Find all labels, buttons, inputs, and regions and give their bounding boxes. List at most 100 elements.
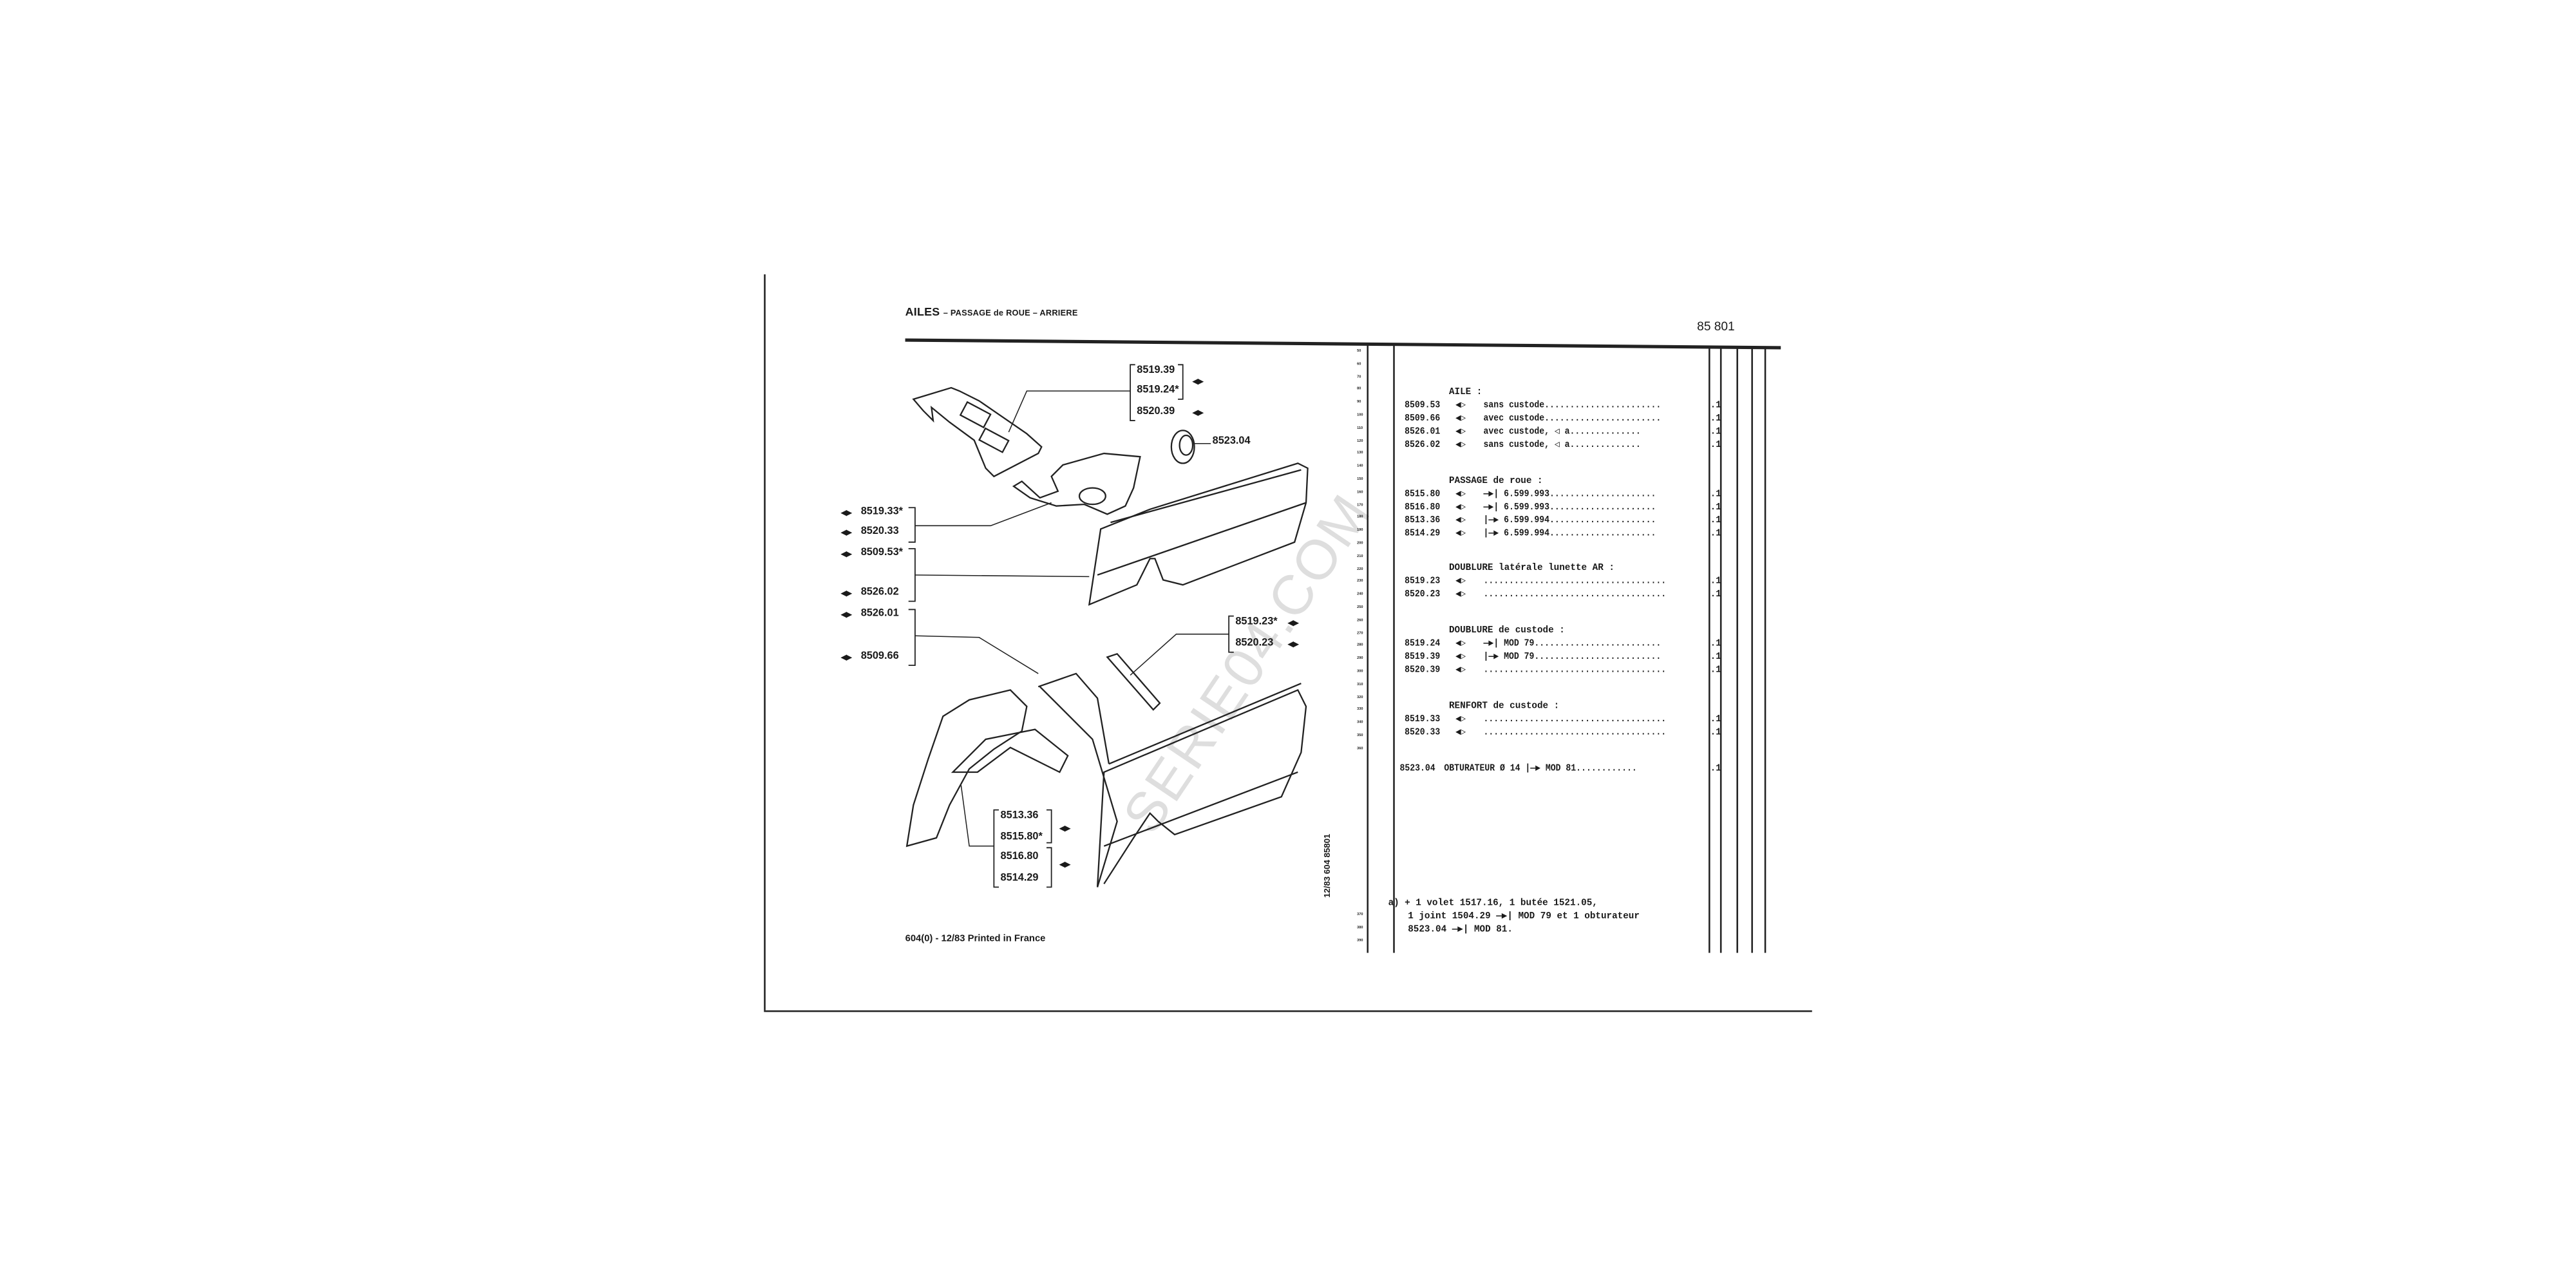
title-sub: – PASSAGE de ROUE – ARRIERE — [943, 308, 1078, 319]
diagram-label: 8520.23 — [1235, 637, 1274, 649]
section-title: AILE : — [1448, 386, 1482, 398]
ruler-tick: 330 — [1357, 708, 1363, 712]
ruler-tick: 320 — [1357, 696, 1363, 699]
diagram-label: 8526.02 — [860, 586, 899, 598]
quantity: .1 — [1710, 650, 1721, 663]
left-right-diamond-icon: ◀▷ — [1455, 588, 1466, 600]
diagram-label: 8523.04 — [1212, 435, 1251, 447]
diagram-label: 8515.80* — [1000, 831, 1043, 843]
ruler-tick: 110 — [1357, 426, 1363, 430]
diagram-label: 8519.39 — [1137, 365, 1175, 377]
qty-column-line — [1719, 346, 1721, 953]
diamond-arrow-icon: ◂▸ — [1287, 639, 1299, 651]
part-number: 8513.36 — [1405, 514, 1441, 526]
quantity: .1 — [1710, 762, 1721, 774]
quantity: .1 — [1710, 663, 1721, 676]
part-description: sans custode, ◁ a.............. — [1483, 439, 1641, 450]
left-right-diamond-icon: ◀▷ — [1455, 637, 1466, 649]
left-right-diamond-icon: ◀▷ — [1455, 399, 1466, 411]
diamond-arrow-icon: ◂▸ — [1193, 376, 1204, 388]
diamond-arrow-icon: ◂▸ — [841, 652, 852, 664]
leader-lines — [914, 390, 1229, 847]
quantity: .1 — [1710, 726, 1721, 738]
ruler-line — [1367, 345, 1368, 953]
part-description: avec custode, ◁ a.............. — [1483, 425, 1641, 437]
diagram-label: 8516.80 — [1000, 851, 1039, 863]
page-bottom-border — [764, 1010, 1812, 1012]
footnote-marker: a) — [1388, 896, 1399, 909]
ruler-tick: 100 — [1357, 413, 1363, 417]
ruler-tick: 190 — [1357, 529, 1363, 533]
part-description: |—▶ MOD 79......................... — [1483, 650, 1662, 663]
quantity: .1 — [1710, 439, 1721, 450]
ruler-tick: 360 — [1357, 747, 1363, 751]
ruler-tick: 160 — [1357, 491, 1363, 495]
aile-drawing — [1088, 462, 1309, 606]
section-title: PASSAGE de roue : — [1448, 475, 1543, 487]
part-number: 8520.39 — [1405, 663, 1441, 676]
ruler-tick: 310 — [1357, 683, 1363, 687]
part-description: —▶| 6.599.993..................... — [1483, 488, 1656, 500]
section-title: DOUBLURE latérale lunette AR : — [1448, 562, 1615, 574]
left-right-diamond-icon: ◀▷ — [1455, 488, 1466, 500]
part-description: avec custode....................... — [1483, 412, 1662, 424]
part-description: .................................... — [1483, 574, 1667, 587]
left-right-diamond-icon: ◀▷ — [1455, 527, 1466, 539]
part-description: —▶| 6.599.993..................... — [1483, 501, 1656, 513]
part-number: 8516.80 — [1405, 501, 1441, 513]
left-right-diamond-icon: ◀▷ — [1455, 713, 1466, 724]
ruler-tick: 260 — [1357, 619, 1363, 623]
diamond-arrow-icon: ◂▸ — [1287, 618, 1299, 630]
ruler-tick: 70 — [1357, 375, 1361, 379]
diagram-label: 8509.66 — [860, 650, 899, 663]
doublure-custode-drawing — [912, 386, 1043, 478]
quantity: .1 — [1710, 588, 1721, 600]
part-description: .................................... — [1483, 726, 1667, 738]
renfort-drawing — [1012, 452, 1141, 515]
diagram-label: 8526.01 — [860, 607, 899, 620]
diamond-arrow-icon: ◂▸ — [1193, 407, 1204, 419]
left-right-diamond-icon: ◀▷ — [1455, 726, 1466, 738]
left-right-diamond-icon: ◀▷ — [1455, 439, 1466, 450]
page-number: 85 801 — [1697, 318, 1735, 334]
ruler-tick: 90 — [1357, 401, 1361, 405]
quantity: .1 — [1710, 527, 1721, 539]
ruler-tick: 80 — [1357, 388, 1361, 392]
part-number: 8526.01 — [1405, 425, 1441, 437]
ruler-tick: 210 — [1357, 554, 1363, 558]
quantity: .1 — [1710, 399, 1721, 411]
ruler-tick: 150 — [1357, 478, 1363, 482]
part-number: 8523.04 — [1399, 762, 1435, 774]
quantity: .1 — [1710, 488, 1721, 500]
diagram-label: 8520.33 — [860, 526, 899, 538]
ruler-tick: 180 — [1357, 516, 1363, 520]
ruler-tick: 280 — [1357, 644, 1363, 649]
ruler-tick: 230 — [1357, 580, 1363, 584]
ruler-tick: 370 — [1357, 913, 1363, 917]
left-right-diamond-icon: ◀▷ — [1455, 663, 1466, 676]
ruler-tick: 60 — [1357, 363, 1361, 366]
diagram-label: 8520.39 — [1137, 406, 1175, 417]
part-number: 8509.66 — [1405, 412, 1441, 424]
section-title: DOUBLURE de custode : — [1448, 624, 1565, 636]
label-brackets — [908, 364, 1234, 888]
footnote-line: + 1 volet 1517.16, 1 butée 1521.05, — [1405, 896, 1598, 909]
ruler-tick: 140 — [1357, 465, 1363, 469]
diagram-label: 8519.24* — [1137, 384, 1179, 396]
diamond-arrow-icon: ◂▸ — [1059, 859, 1070, 871]
part-description: .................................... — [1483, 713, 1667, 724]
section-title: RENFORT de custode : — [1448, 699, 1560, 712]
obturateur-drawing — [1170, 430, 1195, 464]
ruler-tick: 300 — [1357, 670, 1363, 674]
ruler-tick: 350 — [1357, 734, 1363, 738]
ruler-tick: 170 — [1357, 504, 1363, 507]
quantity: .1 — [1710, 574, 1721, 587]
quantity: .1 — [1710, 514, 1721, 526]
ruler-tick: 390 — [1357, 939, 1363, 943]
part-description: .................................... — [1483, 663, 1667, 676]
ruler-tick: 130 — [1357, 452, 1363, 456]
ruler-tick: 250 — [1357, 606, 1363, 610]
page-title: AILES – PASSAGE de ROUE – ARRIERE — [905, 307, 1078, 319]
part-number: 8519.24 — [1405, 637, 1441, 649]
